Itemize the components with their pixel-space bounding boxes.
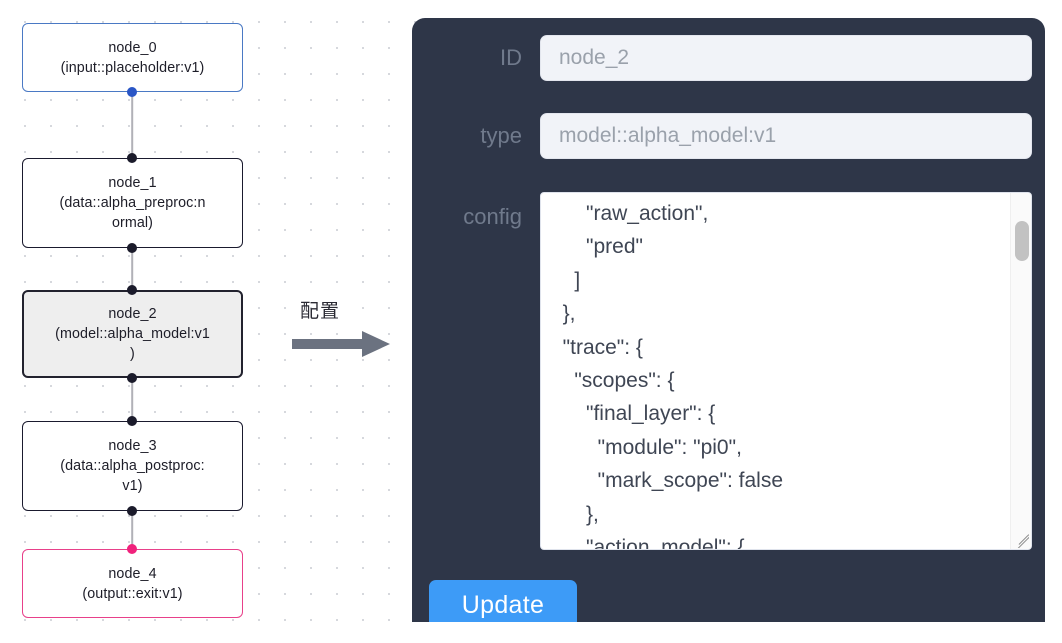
handle-node_1-target[interactable] (127, 153, 137, 163)
config-label: config (463, 204, 522, 229)
update-button[interactable]: Update (429, 580, 577, 622)
arrow-caption: 配置 (300, 300, 341, 322)
edge-node2-node3 (131, 378, 133, 420)
type-label: type (480, 123, 522, 148)
handle-node_1-source[interactable] (127, 243, 137, 253)
flow-node-label: node_1 (data::alpha_preproc:n ormal) (59, 175, 206, 231)
flow-node-node_1[interactable]: node_1 (data::alpha_preproc:n ormal) (22, 158, 243, 248)
flow-node-label: node_3 (data::alpha_postproc: v1) (60, 438, 205, 494)
flow-node-node_2[interactable]: node_2 (model::alpha_model:v1 ) (22, 290, 243, 378)
node-config-panel: ID node_2 type model::alpha_model:v1 con… (412, 18, 1045, 622)
handle-node_0-source[interactable] (127, 87, 137, 97)
edge-node1-node2 (131, 248, 133, 290)
flow-node-node_4[interactable]: node_4 (output::exit:v1) (22, 549, 243, 618)
flow-node-label: node_4 (output::exit:v1) (82, 565, 183, 602)
flow-node-node_0[interactable]: node_0 (input::placeholder:v1) (22, 23, 243, 92)
id-label: ID (500, 45, 522, 70)
type-input[interactable]: model::alpha_model:v1 (540, 113, 1032, 159)
config-textarea[interactable]: "raw_action", "pred" ] }, "trace": { "sc… (562, 202, 783, 549)
handle-node_2-target[interactable] (127, 285, 137, 295)
handle-node_3-source[interactable] (127, 506, 137, 516)
id-input[interactable]: node_2 (540, 35, 1032, 81)
field-row-id: ID node_2 (412, 35, 1045, 81)
config-textarea-wrapper: "raw_action", "pred" ] }, "trace": { "sc… (540, 192, 1032, 550)
config-scrollbar[interactable] (1010, 193, 1031, 549)
field-row-type: type model::alpha_model:v1 (412, 113, 1045, 159)
flow-node-label: node_0 (input::placeholder:v1) (60, 39, 205, 76)
handle-node_4-target[interactable] (127, 544, 137, 554)
resize-handle-icon[interactable] (1013, 532, 1029, 548)
flow-node-label: node_2 (model::alpha_model:v1 ) (55, 306, 210, 362)
edge-node0-node1 (131, 92, 133, 158)
edge-node3-node4 (131, 511, 133, 549)
field-row-config: config "raw_action", "pred" ] }, "trace"… (412, 192, 1045, 550)
configure-arrow-annotation: 配置 (292, 296, 397, 360)
handle-node_3-target[interactable] (127, 416, 137, 426)
flow-node-node_3[interactable]: node_3 (data::alpha_postproc: v1) (22, 421, 243, 511)
config-scrollbar-thumb[interactable] (1015, 221, 1029, 261)
arrow-right-icon (292, 331, 390, 357)
handle-node_2-source[interactable] (127, 373, 137, 383)
